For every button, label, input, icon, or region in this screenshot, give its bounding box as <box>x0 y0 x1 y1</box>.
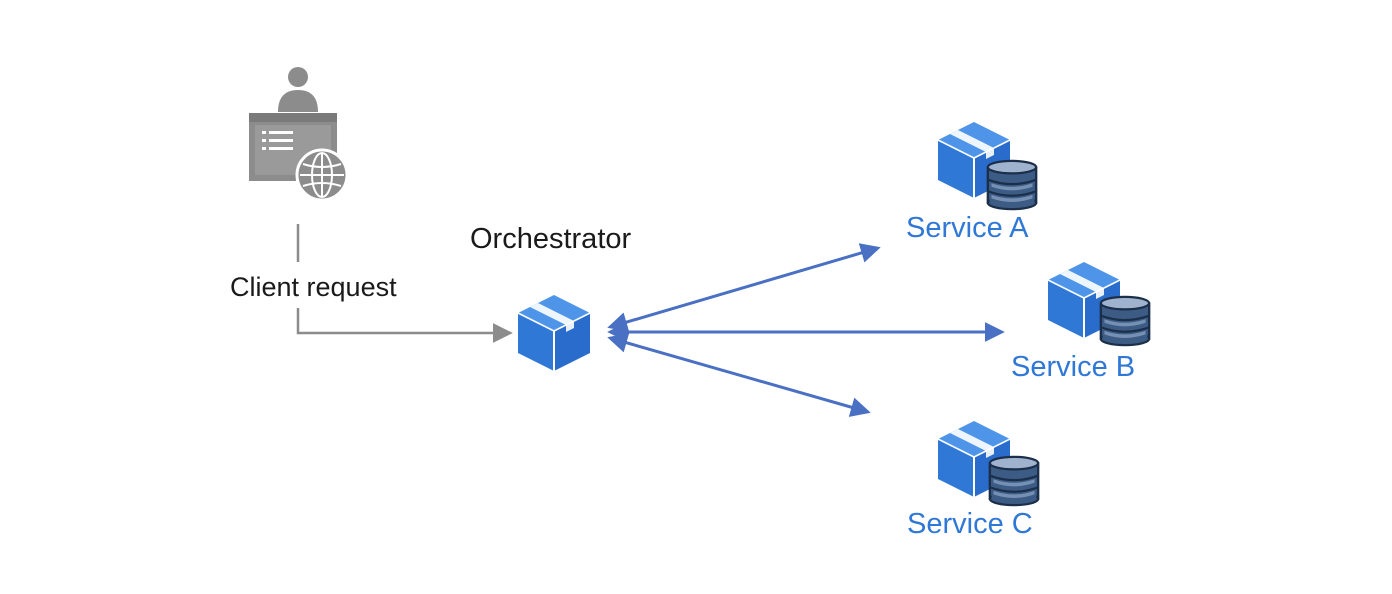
arrow-to-service-a <box>607 243 881 332</box>
client-request-label: Client request <box>230 272 397 302</box>
orchestrator-label: Orchestrator <box>470 223 632 255</box>
orchestrator-box-icon <box>516 293 592 373</box>
arrow-to-service-c <box>607 333 871 417</box>
orchestrator-to-services-arrows <box>607 243 1005 417</box>
service-c-label: Service C <box>907 508 1033 540</box>
service-b-box-database-icon <box>1047 261 1151 347</box>
client-request-connector <box>296 224 513 343</box>
client-browser-icon <box>249 67 349 202</box>
service-c-box-database-icon <box>936 419 1040 507</box>
service-b-label: Service B <box>1011 351 1136 383</box>
service-a-label: Service A <box>906 212 1029 244</box>
service-a-box-database-icon <box>937 121 1038 211</box>
